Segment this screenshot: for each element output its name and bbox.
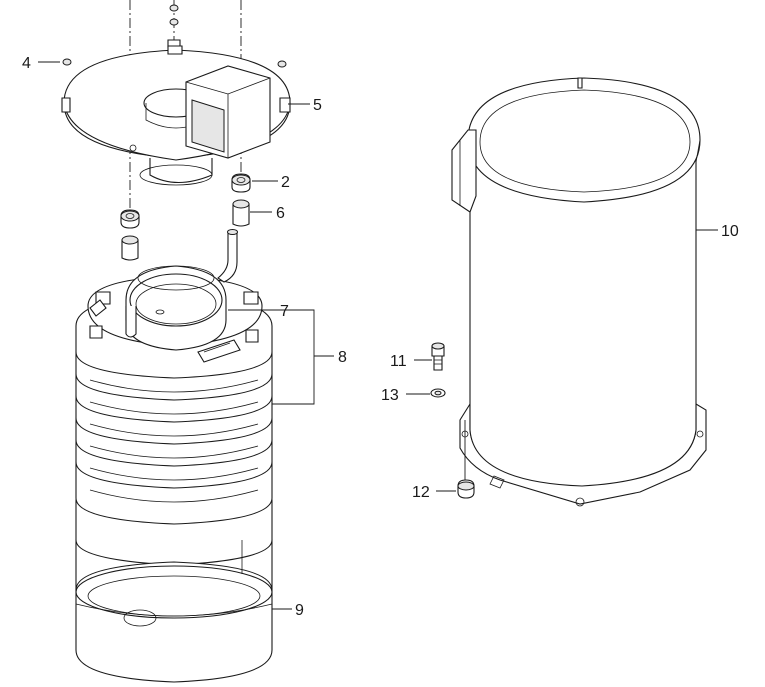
left-spacer xyxy=(121,235,139,261)
part-4-screw xyxy=(62,58,72,66)
callout-2: 2 xyxy=(281,174,290,191)
part-12-nut xyxy=(457,479,475,499)
part-10-cylinder xyxy=(451,77,707,507)
callout-11: 11 xyxy=(390,353,407,370)
top-screw-stack xyxy=(167,4,181,48)
callout-4: 4 xyxy=(22,55,31,72)
callout-5: 5 xyxy=(313,97,322,114)
callout-6: 6 xyxy=(276,205,285,222)
callout-12: 12 xyxy=(412,484,430,501)
part-9-base-cup xyxy=(75,540,273,683)
part-5-funnel-plate xyxy=(61,45,291,186)
part-13-washer xyxy=(430,388,446,398)
callout-9: 9 xyxy=(295,602,304,619)
part-2-nut xyxy=(231,173,251,193)
part-11-bolt xyxy=(431,342,445,371)
callout-10: 10 xyxy=(721,223,739,240)
left-nut xyxy=(120,209,140,229)
callout-8: 8 xyxy=(338,349,347,366)
leader-8-bracket xyxy=(272,309,315,405)
callout-13: 13 xyxy=(381,387,399,404)
part-7-collar xyxy=(125,229,238,351)
part-4-screw-right xyxy=(277,60,287,68)
part-6-spacer xyxy=(232,199,250,227)
callout-7: 7 xyxy=(280,303,289,320)
